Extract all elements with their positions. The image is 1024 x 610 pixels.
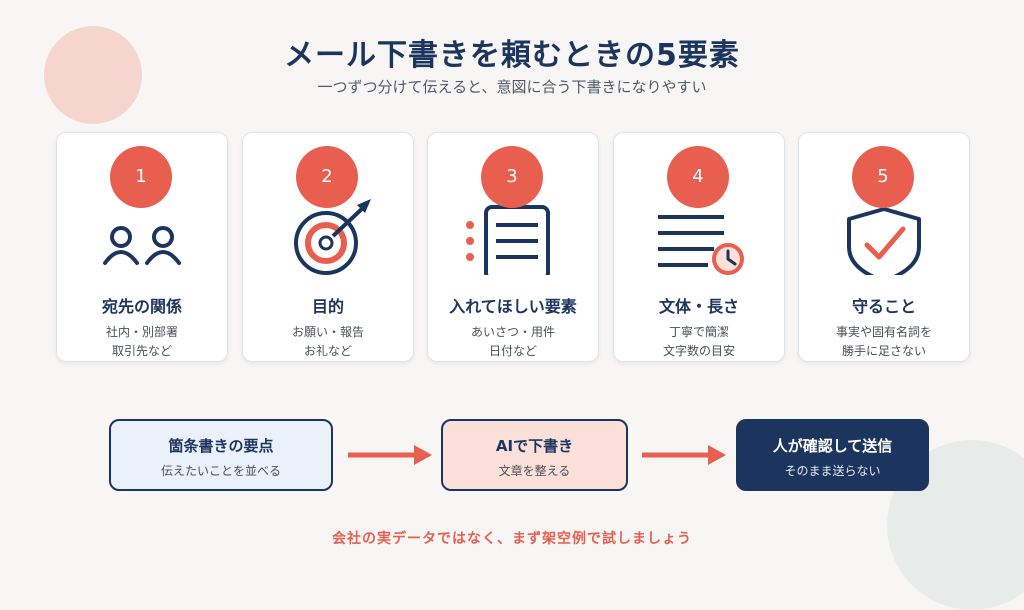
card-description: 丁寧で簡潔文字数の目安	[662, 325, 735, 358]
flow-step-description: 伝えたいことを並べる	[160, 464, 281, 478]
card-title: 入れてほしい要素	[449, 297, 577, 316]
step-number-badge: 5	[852, 146, 914, 208]
card-title: 宛先の関係	[101, 297, 182, 316]
card-title: 目的	[311, 297, 344, 316]
step-number-badge: 3	[481, 146, 543, 208]
step-number-badge: 1	[110, 146, 172, 208]
flow-step-title: 人が確認して送信	[772, 437, 893, 455]
card-description: 事実や固有名詞を勝手に足さない	[835, 325, 932, 358]
flow-step-description: そのまま送らない	[784, 464, 881, 478]
page-title: メール下書きを頼むときの5要素	[284, 38, 740, 73]
flow-step-description: 文章を整える	[498, 464, 571, 478]
element-card-2: 2 目的 お願い・報告お礼など	[242, 132, 414, 362]
text-clock-icon	[658, 215, 744, 275]
card-description: 社内・別部署取引先など	[105, 325, 178, 358]
flow-step-human-review: 人が確認して送信 そのまま送らない	[736, 419, 929, 491]
arrow-right-icon	[348, 445, 432, 465]
step-number-badge: 2	[296, 146, 358, 208]
target-icon	[294, 199, 371, 275]
step-number-badge: 4	[667, 146, 729, 208]
card-title: 文体・長さ	[658, 297, 739, 316]
decorative-circle-top-left	[44, 26, 142, 124]
element-card-3: 3 入れてほしい要素 あいさつ・用件日付など	[427, 132, 599, 362]
checklist-icon	[466, 205, 550, 275]
card-description: あいさつ・用件日付など	[470, 325, 555, 358]
element-card-1: 1 宛先の関係 社内・別部署取引先など	[56, 132, 228, 362]
flow-step-title: AIで下書き	[495, 437, 574, 455]
shield-check-icon	[847, 207, 921, 275]
element-card-5: 5 守ること 事実や固有名詞を勝手に足さない	[798, 132, 970, 362]
footnote: 会社の実データではなく、まず架空例で試しましょう	[332, 531, 692, 547]
flow-step-title: 箇条書きの要点	[168, 437, 274, 455]
flow-step-bullet-points: 箇条書きの要点 伝えたいことを並べる	[109, 419, 333, 491]
arrow-right-icon	[642, 445, 726, 465]
card-title: 守ること	[851, 297, 916, 316]
card-description: お願い・報告お礼など	[291, 325, 364, 358]
flow-step-ai-draft: AIで下書き 文章を整える	[441, 419, 628, 491]
element-card-4: 4 文体・長さ 丁寧で簡潔文字数の目安	[613, 132, 785, 362]
people-icon	[103, 226, 181, 265]
page-subtitle: 一つずつ分けて伝えると、意図に合う下書きになりやすい	[317, 78, 707, 96]
